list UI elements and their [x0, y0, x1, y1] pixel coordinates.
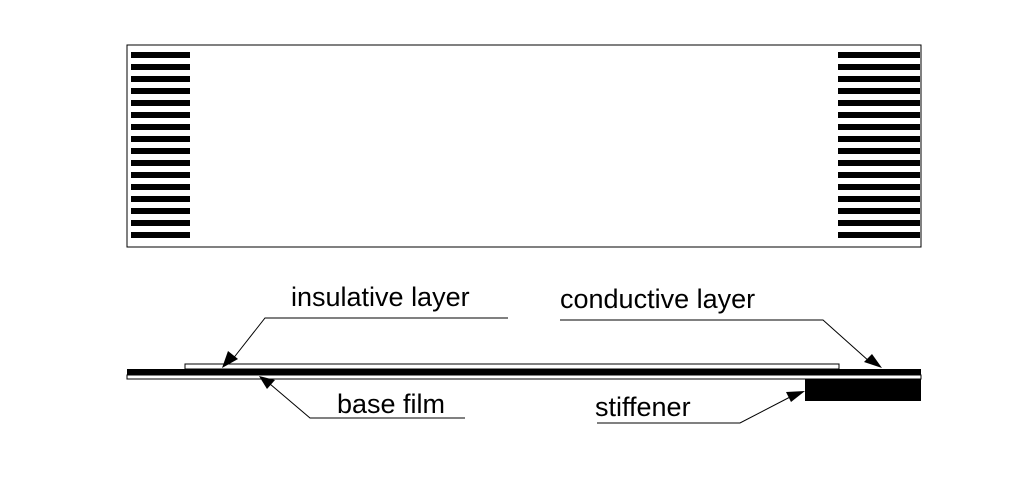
- left-contact-pads: [131, 52, 190, 238]
- stiffener-block: [805, 379, 921, 401]
- conductive-layer-label: conductive layer: [560, 284, 755, 314]
- right-contact-pad: [838, 88, 920, 94]
- left-contact-pad: [131, 52, 190, 58]
- left-contact-pad: [131, 232, 190, 238]
- right-contact-pad: [838, 136, 920, 142]
- base-film-label: base film: [337, 389, 445, 419]
- right-contact-pad: [838, 76, 920, 82]
- cable-outline: [126, 44, 922, 248]
- base-film-strip: [126, 374, 922, 380]
- left-contact-pad: [131, 172, 190, 178]
- right-contact-pad: [838, 148, 920, 154]
- insulative-layer-arrowhead: [222, 351, 238, 368]
- conductive-layer-strip: [127, 369, 921, 375]
- right-contact-pad: [838, 124, 920, 130]
- left-contact-pad: [131, 76, 190, 82]
- stiffener-arrowhead: [786, 391, 805, 402]
- left-contact-pad: [131, 136, 190, 142]
- right-contact-pad: [838, 208, 920, 214]
- left-contact-pad: [131, 100, 190, 106]
- left-contact-pad: [131, 112, 190, 118]
- right-contact-pad: [838, 100, 920, 106]
- stiffener-label: stiffener: [595, 392, 691, 422]
- top-view: [126, 44, 922, 248]
- right-contact-pad: [838, 184, 920, 190]
- insulative-layer-strip: [184, 363, 840, 370]
- conductive-layer-arrowhead: [864, 354, 882, 368]
- left-contact-pad: [131, 124, 190, 130]
- left-contact-pad: [131, 88, 190, 94]
- left-contact-pad: [131, 184, 190, 190]
- right-contact-pad: [838, 52, 920, 58]
- left-contact-pad: [131, 160, 190, 166]
- stiffener-leader: [597, 395, 793, 424]
- right-contact-pad: [838, 196, 920, 202]
- left-contact-pad: [131, 220, 190, 226]
- right-contact-pad: [838, 160, 920, 166]
- right-contact-pad: [838, 220, 920, 226]
- base-film-arrowhead: [259, 376, 275, 389]
- base-film-leader: [269, 383, 465, 419]
- right-contact-pad: [838, 64, 920, 70]
- left-contact-pad: [131, 148, 190, 154]
- left-contact-pad: [131, 208, 190, 214]
- conductive-layer-leader: [560, 319, 871, 363]
- insulative-layer-leader: [231, 317, 508, 361]
- left-contact-pad: [131, 64, 190, 70]
- left-contact-pad: [131, 196, 190, 202]
- arrowheads: [222, 351, 882, 402]
- right-contact-pad: [838, 112, 920, 118]
- side-view: [126, 363, 922, 401]
- insulative-layer-label: insulative layer: [291, 282, 470, 312]
- right-contact-pad: [838, 172, 920, 178]
- right-contact-pad: [838, 232, 920, 238]
- leader-lines: [231, 317, 871, 424]
- right-contact-pads: [838, 52, 920, 238]
